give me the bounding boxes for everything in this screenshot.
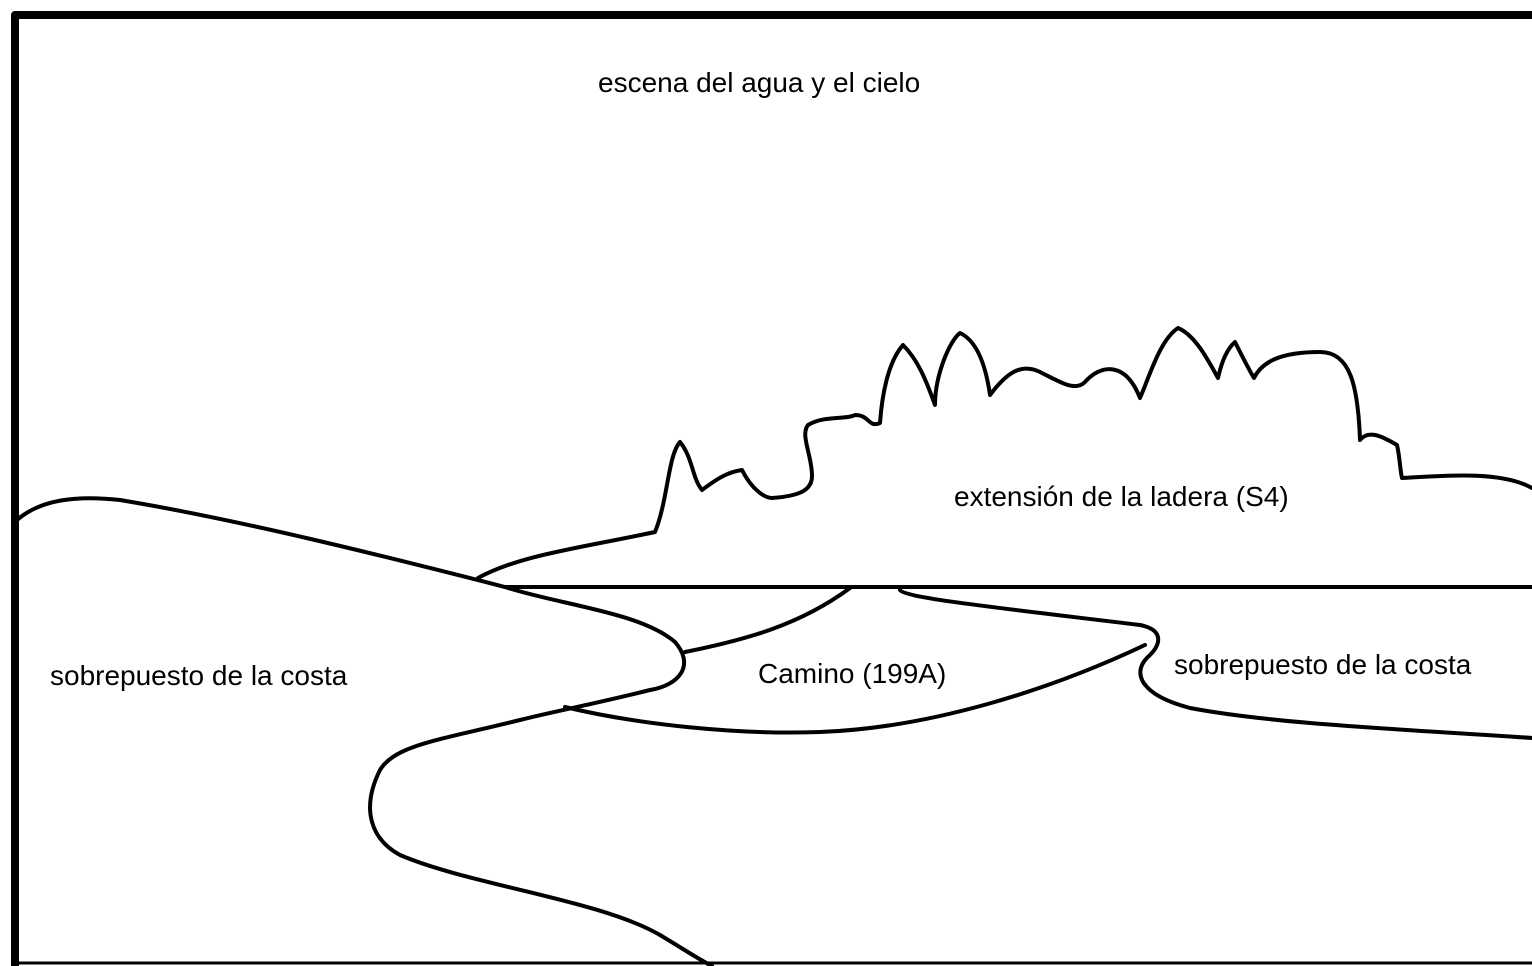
left-coast-outline <box>15 496 714 966</box>
road-label: Camino (199A) <box>758 658 946 689</box>
hill-label: extensión de la ladera (S4) <box>954 481 1289 512</box>
hillside-outline <box>476 326 1532 580</box>
right-coast-label: sobrepuesto de la costa <box>1174 649 1472 680</box>
road-lower-edge <box>563 643 1147 735</box>
frame-border <box>11 11 1532 966</box>
left-coast-label: sobrepuesto de la costa <box>50 660 348 691</box>
road-upper-edge <box>683 586 852 654</box>
sky-label: escena del agua y el cielo <box>598 67 920 98</box>
right-coast-outline <box>898 588 1532 740</box>
